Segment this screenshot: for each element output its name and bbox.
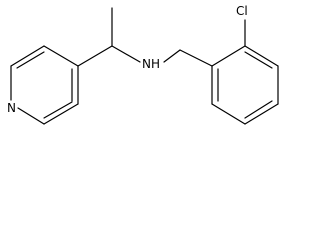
bond-c4-ch (77, 45, 113, 67)
bond-b5-b6 (211, 103, 246, 125)
bond-b4-b5-double (244, 100, 273, 119)
amine-label: NH (142, 57, 160, 71)
bond-n1-c6 (17, 107, 45, 125)
pyridine-ring (10, 45, 79, 125)
structure-svg: N NH Cl (7, 4, 279, 125)
chlorine-label: Cl (236, 4, 248, 18)
linker-chain (77, 7, 213, 67)
benzene-ring (211, 19, 279, 125)
bond-nh-ch2 (163, 49, 181, 63)
bond-b2-b3-double (244, 51, 273, 69)
bond-c6-c5-double (43, 101, 73, 119)
bond-b1-b2 (211, 45, 246, 67)
pyridine-nitrogen-label: N (7, 101, 16, 115)
bond-c3-c2 (10, 45, 45, 67)
bond-ch2-ring (179, 49, 213, 67)
bond-c6-c5 (43, 103, 79, 125)
bond-b4-b5 (244, 103, 279, 125)
bond-c4-c3 (43, 45, 79, 67)
bond-ch-nh (111, 45, 141, 63)
bond-c3-c2-double (16, 51, 45, 69)
molecule-diagram: N NH Cl (0, 0, 288, 132)
bond-b2-b3 (244, 45, 279, 67)
